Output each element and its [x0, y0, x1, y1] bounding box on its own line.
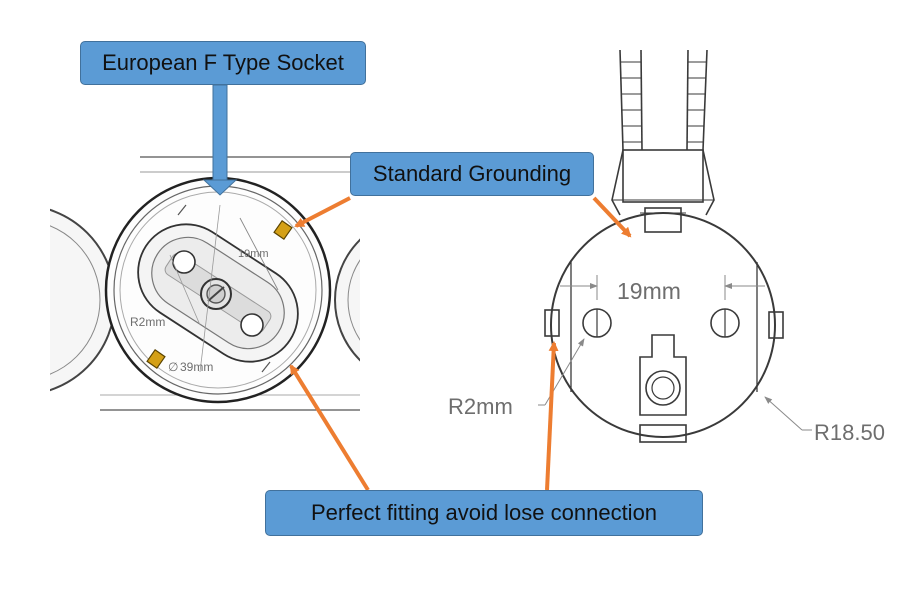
socket-type-callout: European F Type Socket — [80, 41, 366, 85]
grounding-text: Standard Grounding — [372, 161, 572, 186]
socket-type-arrow — [202, 84, 238, 196]
left-diameter-label: 39mm — [180, 360, 213, 374]
fitting-text: Perfect fitting avoid lose connection — [310, 500, 658, 525]
right-outer-radius-label: R18.50 — [814, 420, 885, 445]
fitting-arrow-left — [289, 364, 370, 492]
fitting-arrow-right — [545, 341, 559, 491]
right-socket-drawing — [544, 49, 784, 443]
grounding-callout: Standard Grounding — [350, 152, 594, 196]
diameter-symbol: ∅ — [168, 360, 178, 374]
left-pin-spacing-label: 19mm — [238, 248, 269, 260]
right-pin-spacing-label: 19mm — [617, 278, 681, 304]
socket-type-text: European F Type Socket — [102, 50, 344, 75]
fitting-callout: Perfect fitting avoid lose connection — [265, 490, 703, 536]
grounding-arrow-right — [592, 196, 632, 238]
grounding-arrow-left — [294, 196, 351, 228]
right-radius-label: R2mm — [448, 394, 513, 419]
left-radius-label: R2mm — [130, 315, 165, 329]
